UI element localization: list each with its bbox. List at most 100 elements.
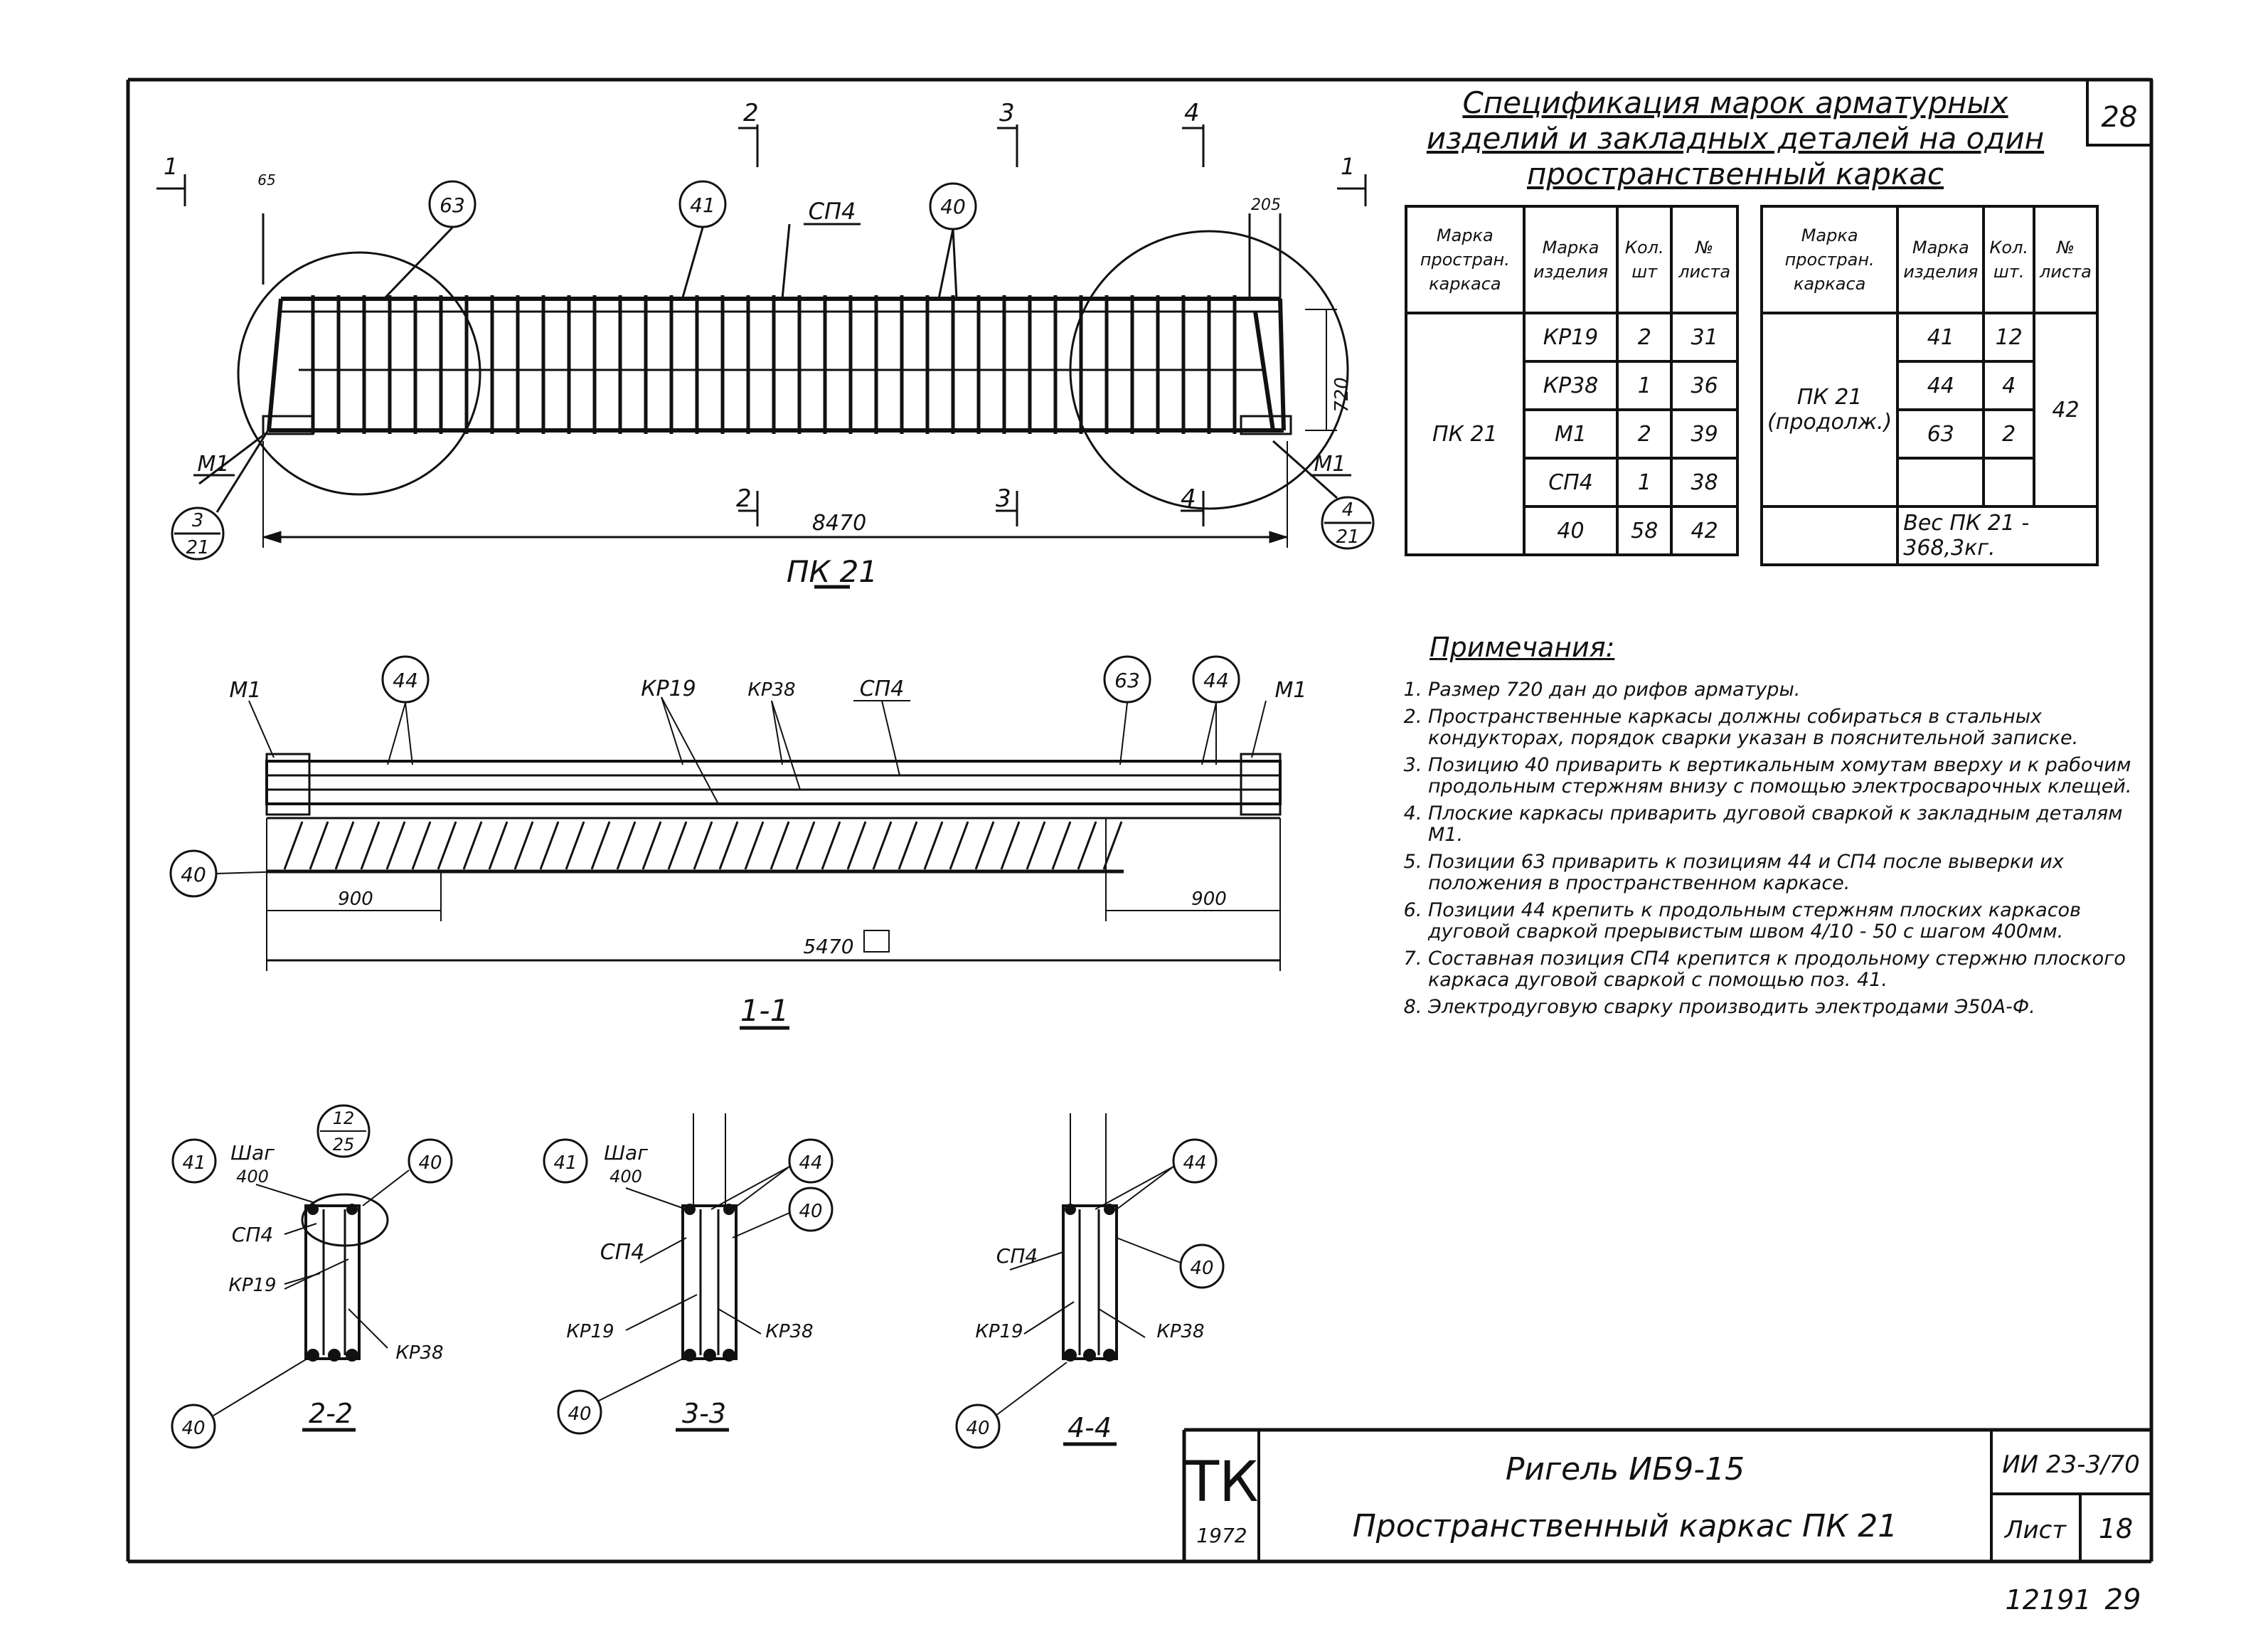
diagonal-bar xyxy=(437,821,457,870)
note-item: Позицию 40 приварить к вертикальным хому… xyxy=(1428,755,2148,797)
item-cell: 41 xyxy=(1896,312,1986,363)
diagonal-bar xyxy=(1000,821,1021,870)
label-kr19-s11: КР19 xyxy=(641,677,696,701)
sheet-cell: 38 xyxy=(1670,457,1739,508)
cut-3-bottom: 3 xyxy=(996,484,1011,513)
item-cell xyxy=(1896,457,1986,508)
diagonal-bar xyxy=(1102,821,1123,870)
main-view-title: ПК 21 xyxy=(787,554,878,589)
cut-2-bottom: 2 xyxy=(736,484,752,513)
spec-title-line-1: Спецификация марок арматурных xyxy=(1462,85,2008,120)
s22-label-41: 41 xyxy=(182,1152,206,1174)
diagonal-bar xyxy=(974,821,995,870)
sheet-cell: 39 xyxy=(1670,408,1739,460)
sheet-cell: 42 xyxy=(1670,505,1739,556)
table-row: СП4 1 38 xyxy=(1406,457,1739,508)
ref-21-right: 21 xyxy=(1336,526,1359,548)
item-cell: КР38 xyxy=(1522,360,1619,411)
section-4-4-title: 4-4 xyxy=(1068,1412,1112,1443)
diagonal-bar xyxy=(949,821,969,870)
sheet-cell: 36 xyxy=(1670,360,1739,411)
s44-label-40b: 40 xyxy=(966,1418,989,1439)
hatch-diagonals xyxy=(283,821,1123,870)
label-m1-s11-right: М1 xyxy=(1275,678,1307,703)
dim-5470: 5470 xyxy=(803,935,853,958)
diagonal-bar xyxy=(411,821,432,870)
diagonal-bar xyxy=(616,821,637,870)
section-1-1-title: 1-1 xyxy=(740,993,789,1028)
s22-step-val: 400 xyxy=(236,1167,269,1187)
diagonal-bar xyxy=(462,821,483,870)
s33-label-41: 41 xyxy=(553,1152,577,1174)
col-item-mark: Марка изделия xyxy=(1896,205,1986,314)
s22-label-40: 40 xyxy=(418,1152,442,1174)
s44-label-sp4: СП4 xyxy=(996,1244,1038,1268)
diagonal-bar xyxy=(821,821,841,870)
section-bars xyxy=(307,1204,1116,1362)
tb-year: 1972 xyxy=(1196,1524,1247,1547)
diagonal-bar xyxy=(667,821,688,870)
cut-4-bottom: 4 xyxy=(1181,484,1196,513)
frame-mark-cell: ПК 21 xyxy=(1405,312,1526,556)
spec-title: Спецификация марок арматурных изделий и … xyxy=(1415,85,2055,192)
label-63-s11: 63 xyxy=(1114,669,1140,692)
tb-line2: Пространственный каркас ПК 21 xyxy=(1353,1508,1898,1544)
diagonal-bar xyxy=(718,821,739,870)
label-m1-left: М1 xyxy=(198,452,230,477)
notes: Примечания: Размер 720 дан до рифов арма… xyxy=(1394,632,2148,1024)
diagonal-bar xyxy=(385,821,406,870)
s33-label-40b: 40 xyxy=(568,1404,591,1425)
dim-8470: 8470 xyxy=(812,511,866,536)
cut-4-top: 4 xyxy=(1184,99,1200,127)
tb-sheet-label: Лист xyxy=(2003,1516,2067,1544)
diagonal-bar xyxy=(590,821,611,870)
diagonal-bar xyxy=(334,821,355,870)
empty-cell xyxy=(1759,505,1898,566)
diagonal-bar xyxy=(1026,821,1046,870)
note-item: Плоские каркасы приварить дуговой сварко… xyxy=(1428,803,2148,846)
table-row: 63 2 xyxy=(1762,408,2097,460)
diagonal-bar xyxy=(1077,821,1097,870)
qty-cell xyxy=(1982,457,2036,508)
diagonal-bar xyxy=(744,821,765,870)
section-1-1 xyxy=(169,655,1282,1030)
note-item: Электродуговую сварку производить электр… xyxy=(1428,997,2148,1018)
note-item: Размер 720 дан до рифов арматуры. xyxy=(1428,679,2148,701)
diagonal-bar xyxy=(872,821,893,870)
s22-step: Шаг xyxy=(230,1141,275,1165)
s33-label-40: 40 xyxy=(799,1201,822,1222)
table-row: ПК 21 КР19 2 31 xyxy=(1405,312,1739,556)
label-sp4-s11: СП4 xyxy=(860,677,905,701)
label-41: 41 xyxy=(690,193,715,217)
stirrups xyxy=(311,295,1237,434)
tb-series: ИИ 23-3/70 xyxy=(2002,1450,2140,1479)
s33-step: Шаг xyxy=(604,1141,648,1165)
diagonal-bar xyxy=(923,821,944,870)
qty-cell: 2 xyxy=(1616,408,1673,460)
label-40-s11: 40 xyxy=(181,863,206,886)
notes-title: Примечания: xyxy=(1430,632,1615,663)
qty-cell: 2 xyxy=(1982,408,2036,460)
s22-label-40b: 40 xyxy=(181,1418,205,1439)
spec-title-line-3: пространственный каркас xyxy=(1526,157,1944,191)
col-qty: Кол. шт xyxy=(1616,205,1673,314)
table-row: Вес ПК 21 - 368,3кг. xyxy=(1759,505,2099,566)
cross-sections xyxy=(171,1104,1225,1449)
diagonal-bar xyxy=(846,821,867,870)
diagonal-bar xyxy=(539,821,560,870)
table-row: КР38 1 36 xyxy=(1406,360,1739,411)
section-2-2-title: 2-2 xyxy=(309,1398,353,1429)
dim-900-left: 900 xyxy=(338,889,373,910)
sheet-number: 28 xyxy=(2102,101,2138,134)
tb-sheet-value: 18 xyxy=(2099,1513,2133,1544)
qty-cell: 58 xyxy=(1616,505,1673,556)
item-cell: КР19 xyxy=(1522,312,1619,363)
s33-label-kr38: КР38 xyxy=(765,1321,813,1342)
s33-label-kr19: КР19 xyxy=(566,1321,614,1342)
s22-label-kr19: КР19 xyxy=(228,1275,276,1296)
label-m1-right: М1 xyxy=(1314,452,1346,477)
cut-2-top: 2 xyxy=(743,99,759,127)
diagonal-bar xyxy=(565,821,585,870)
s44-label-44: 44 xyxy=(1183,1152,1206,1174)
